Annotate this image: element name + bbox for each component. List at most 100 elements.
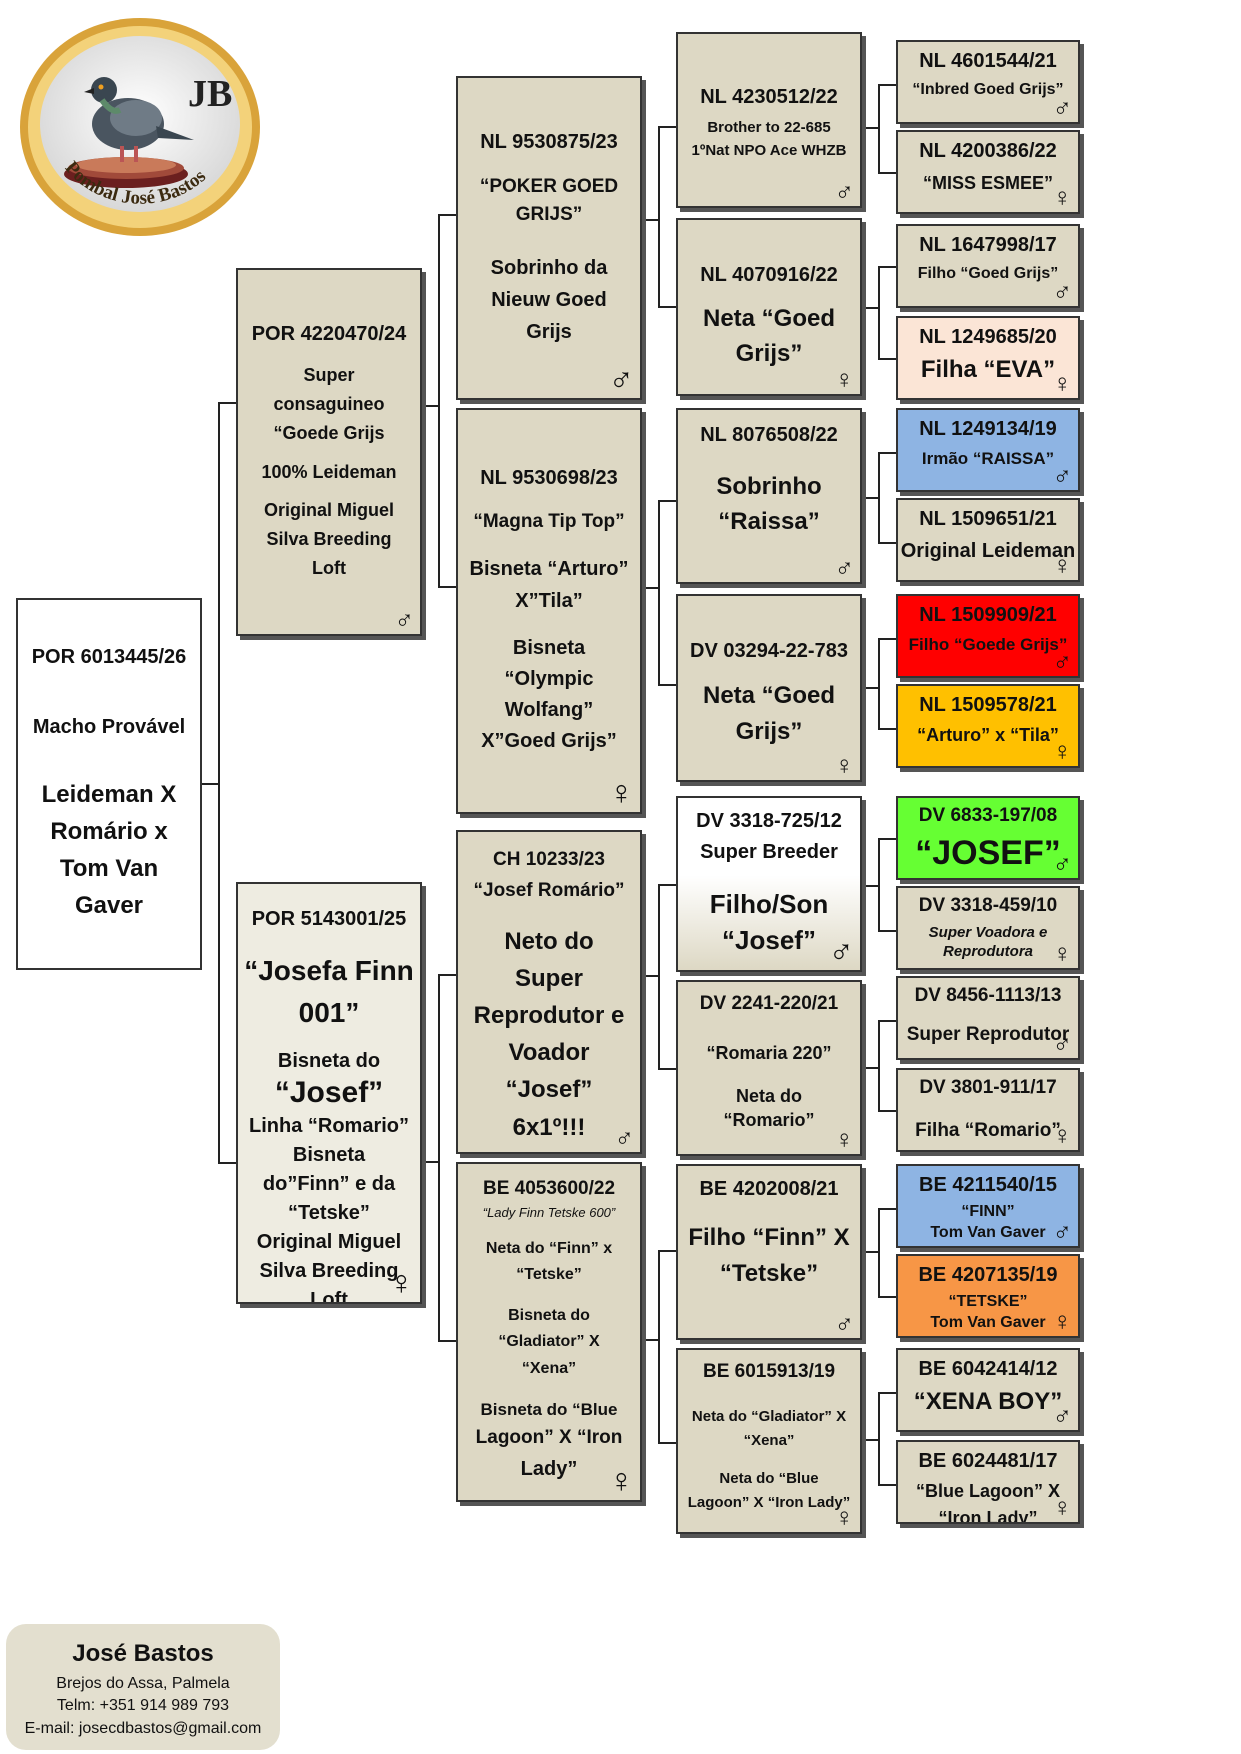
great-grandparent-card-1: NL 4230512/22 Brother to 22-685 1ºNat NP… — [676, 32, 862, 208]
ring: NL 1249685/20 — [919, 326, 1057, 348]
desc: “Tetske” — [516, 1266, 582, 1284]
desc: “Josef” — [505, 1076, 593, 1104]
ring: BE 6024481/17 — [918, 1450, 1058, 1472]
ancestor-card-5: NL 1249134/19 Irmão “RAISSA” ♂ — [896, 408, 1080, 492]
grandparent-card-1: NL 9530875/23 “POKER GOED GRIJS” Sobrinh… — [456, 76, 642, 400]
desc: 6x1º!!! — [512, 1113, 586, 1141]
connector-line — [879, 728, 896, 730]
connector-line — [879, 542, 896, 544]
male-icon: ♂ — [834, 176, 855, 206]
connector-line — [879, 358, 896, 360]
great-grandparent-card-7: BE 4202008/21 Filho “Finn” X “Tetske” ♂ — [676, 1164, 862, 1340]
desc: Neta “Goed — [702, 305, 836, 332]
great-grandparent-card-6: DV 2241-220/21 “Romaria 220” Neta do “Ro… — [676, 980, 862, 1156]
ancestor-card-13: BE 4211540/15 “FINN” Tom Van Gaver ♂ — [896, 1164, 1080, 1248]
ancestor-card-8: NL 1509578/21 “Arturo” x “Tila” ♀ — [896, 684, 1080, 768]
logo-initials: JB — [188, 73, 232, 115]
ring: DV 03294-22-783 — [690, 640, 848, 662]
connector-line — [878, 1208, 880, 1298]
connector-line — [219, 1162, 236, 1164]
desc: Filho “Finn” X — [688, 1224, 850, 1251]
connector-line — [659, 500, 676, 502]
contact-email[interactable]: E-mail: josecdbastos@gmail.com — [24, 1719, 262, 1737]
dam-line: do”Finn” e da — [262, 1172, 396, 1195]
desc: Bisneta do “Blue — [480, 1400, 618, 1420]
desc: Reprodutor e — [473, 1002, 625, 1030]
desc: Sobrinho — [716, 473, 822, 500]
desc: X”Tila” — [515, 590, 583, 613]
connector-line — [879, 838, 896, 840]
desc: Filha “Romario” — [915, 1119, 1061, 1141]
male-icon: ♂ — [834, 552, 855, 582]
desc: Bisneta — [512, 637, 586, 660]
ring: NL 1509909/21 — [919, 604, 1057, 626]
ancestor-card-3: NL 1647998/17 Filho “Goed Grijs” ♂ — [896, 224, 1080, 308]
great-grandparent-card-4: DV 03294-22-783 Neta “Goed Grijs” ♀ — [676, 594, 862, 782]
desc: “Gladiator” X — [498, 1333, 600, 1351]
connector-line — [658, 1250, 660, 1444]
ring: NL 4200386/22 — [919, 140, 1057, 162]
desc: “Olympic — [504, 668, 594, 691]
connector-line — [879, 84, 896, 86]
desc: Neta do “Blue — [719, 1469, 819, 1487]
desc: Voador — [508, 1039, 590, 1067]
subject-card: POR 6013445/26 Macho Provável Leideman X… — [16, 598, 202, 970]
connector-line — [879, 1020, 896, 1022]
connector-line — [659, 1068, 676, 1070]
sire-line: “Goede Grijs — [273, 422, 385, 443]
desc: Filho/Son — [709, 889, 829, 919]
female-icon: ♀ — [608, 774, 635, 812]
dam-highlight: “Josef” — [274, 1076, 384, 1109]
desc: X”Goed Grijs” — [481, 730, 617, 753]
desc: “Romario” — [723, 1110, 815, 1131]
connector-line — [878, 1392, 880, 1486]
female-icon: ♀ — [1052, 182, 1073, 212]
connector-line — [439, 1340, 456, 1342]
desc: Neta “Goed — [702, 682, 836, 709]
sire-line: Loft — [312, 557, 346, 578]
male-icon: ♂ — [1052, 1028, 1073, 1058]
desc: Original Leideman — [900, 540, 1076, 562]
connector-line — [422, 1161, 439, 1163]
contact-phone: Telm: +351 914 989 793 — [56, 1697, 230, 1715]
desc: Tom Van Gaver — [930, 1223, 1046, 1241]
ring: NL 1249134/19 — [919, 418, 1057, 440]
connector-line — [879, 452, 896, 454]
dam-line: Original Miguel — [256, 1230, 402, 1253]
ancestor-card-11: DV 8456-1113/13 Super Reprodutor ♂ — [896, 976, 1080, 1060]
dam-ring: POR 5143001/25 — [251, 908, 407, 930]
subject-ring: POR 6013445/26 — [31, 645, 187, 668]
ring: BE 4053600/22 — [482, 1178, 616, 1199]
male-icon: ♂ — [1052, 92, 1073, 122]
male-icon: ♂ — [1052, 460, 1073, 490]
great-grandparent-card-2: NL 4070916/22 Neta “Goed Grijs” ♀ — [676, 218, 862, 396]
connector-line — [879, 930, 896, 932]
ring: BE 6015913/19 — [702, 1361, 836, 1382]
dam-line: Linha “Romario” — [248, 1114, 409, 1137]
connector-line — [642, 1339, 659, 1341]
connector-line — [862, 1067, 879, 1069]
connector-line — [879, 266, 896, 268]
dam-line: Bisneta — [292, 1143, 366, 1166]
ring: NL 8076508/22 — [700, 424, 838, 446]
ring: NL 4601544/21 — [919, 50, 1057, 72]
connector-line — [658, 884, 660, 1070]
ancestor-card-4: NL 1249685/20 Filha “EVA” ♀ — [896, 316, 1080, 400]
logo-emblem: JB Pombal José Bastos — [20, 18, 260, 236]
connector-line — [862, 127, 879, 129]
desc: “Lady Finn Tetske 600” — [482, 1204, 616, 1220]
ancestor-card-2: NL 4200386/22 “MISS ESMEE” ♀ — [896, 130, 1080, 214]
male-icon: ♂ — [608, 360, 635, 398]
connector-line — [862, 1439, 879, 1441]
female-icon: ♀ — [1052, 1120, 1073, 1150]
connector-line — [659, 306, 676, 308]
connector-line — [438, 974, 440, 1342]
desc: “Josef Romário” — [473, 880, 625, 902]
sire-ring: POR 4220470/24 — [251, 323, 407, 346]
ring: BE 6042414/12 — [918, 1358, 1058, 1380]
desc: “Xena” — [743, 1431, 795, 1449]
ring: NL 4230512/22 — [700, 86, 838, 108]
desc: Neta do — [735, 1085, 802, 1106]
ring: DV 3318-459/10 — [918, 895, 1058, 916]
pigeon-icon — [84, 77, 194, 162]
